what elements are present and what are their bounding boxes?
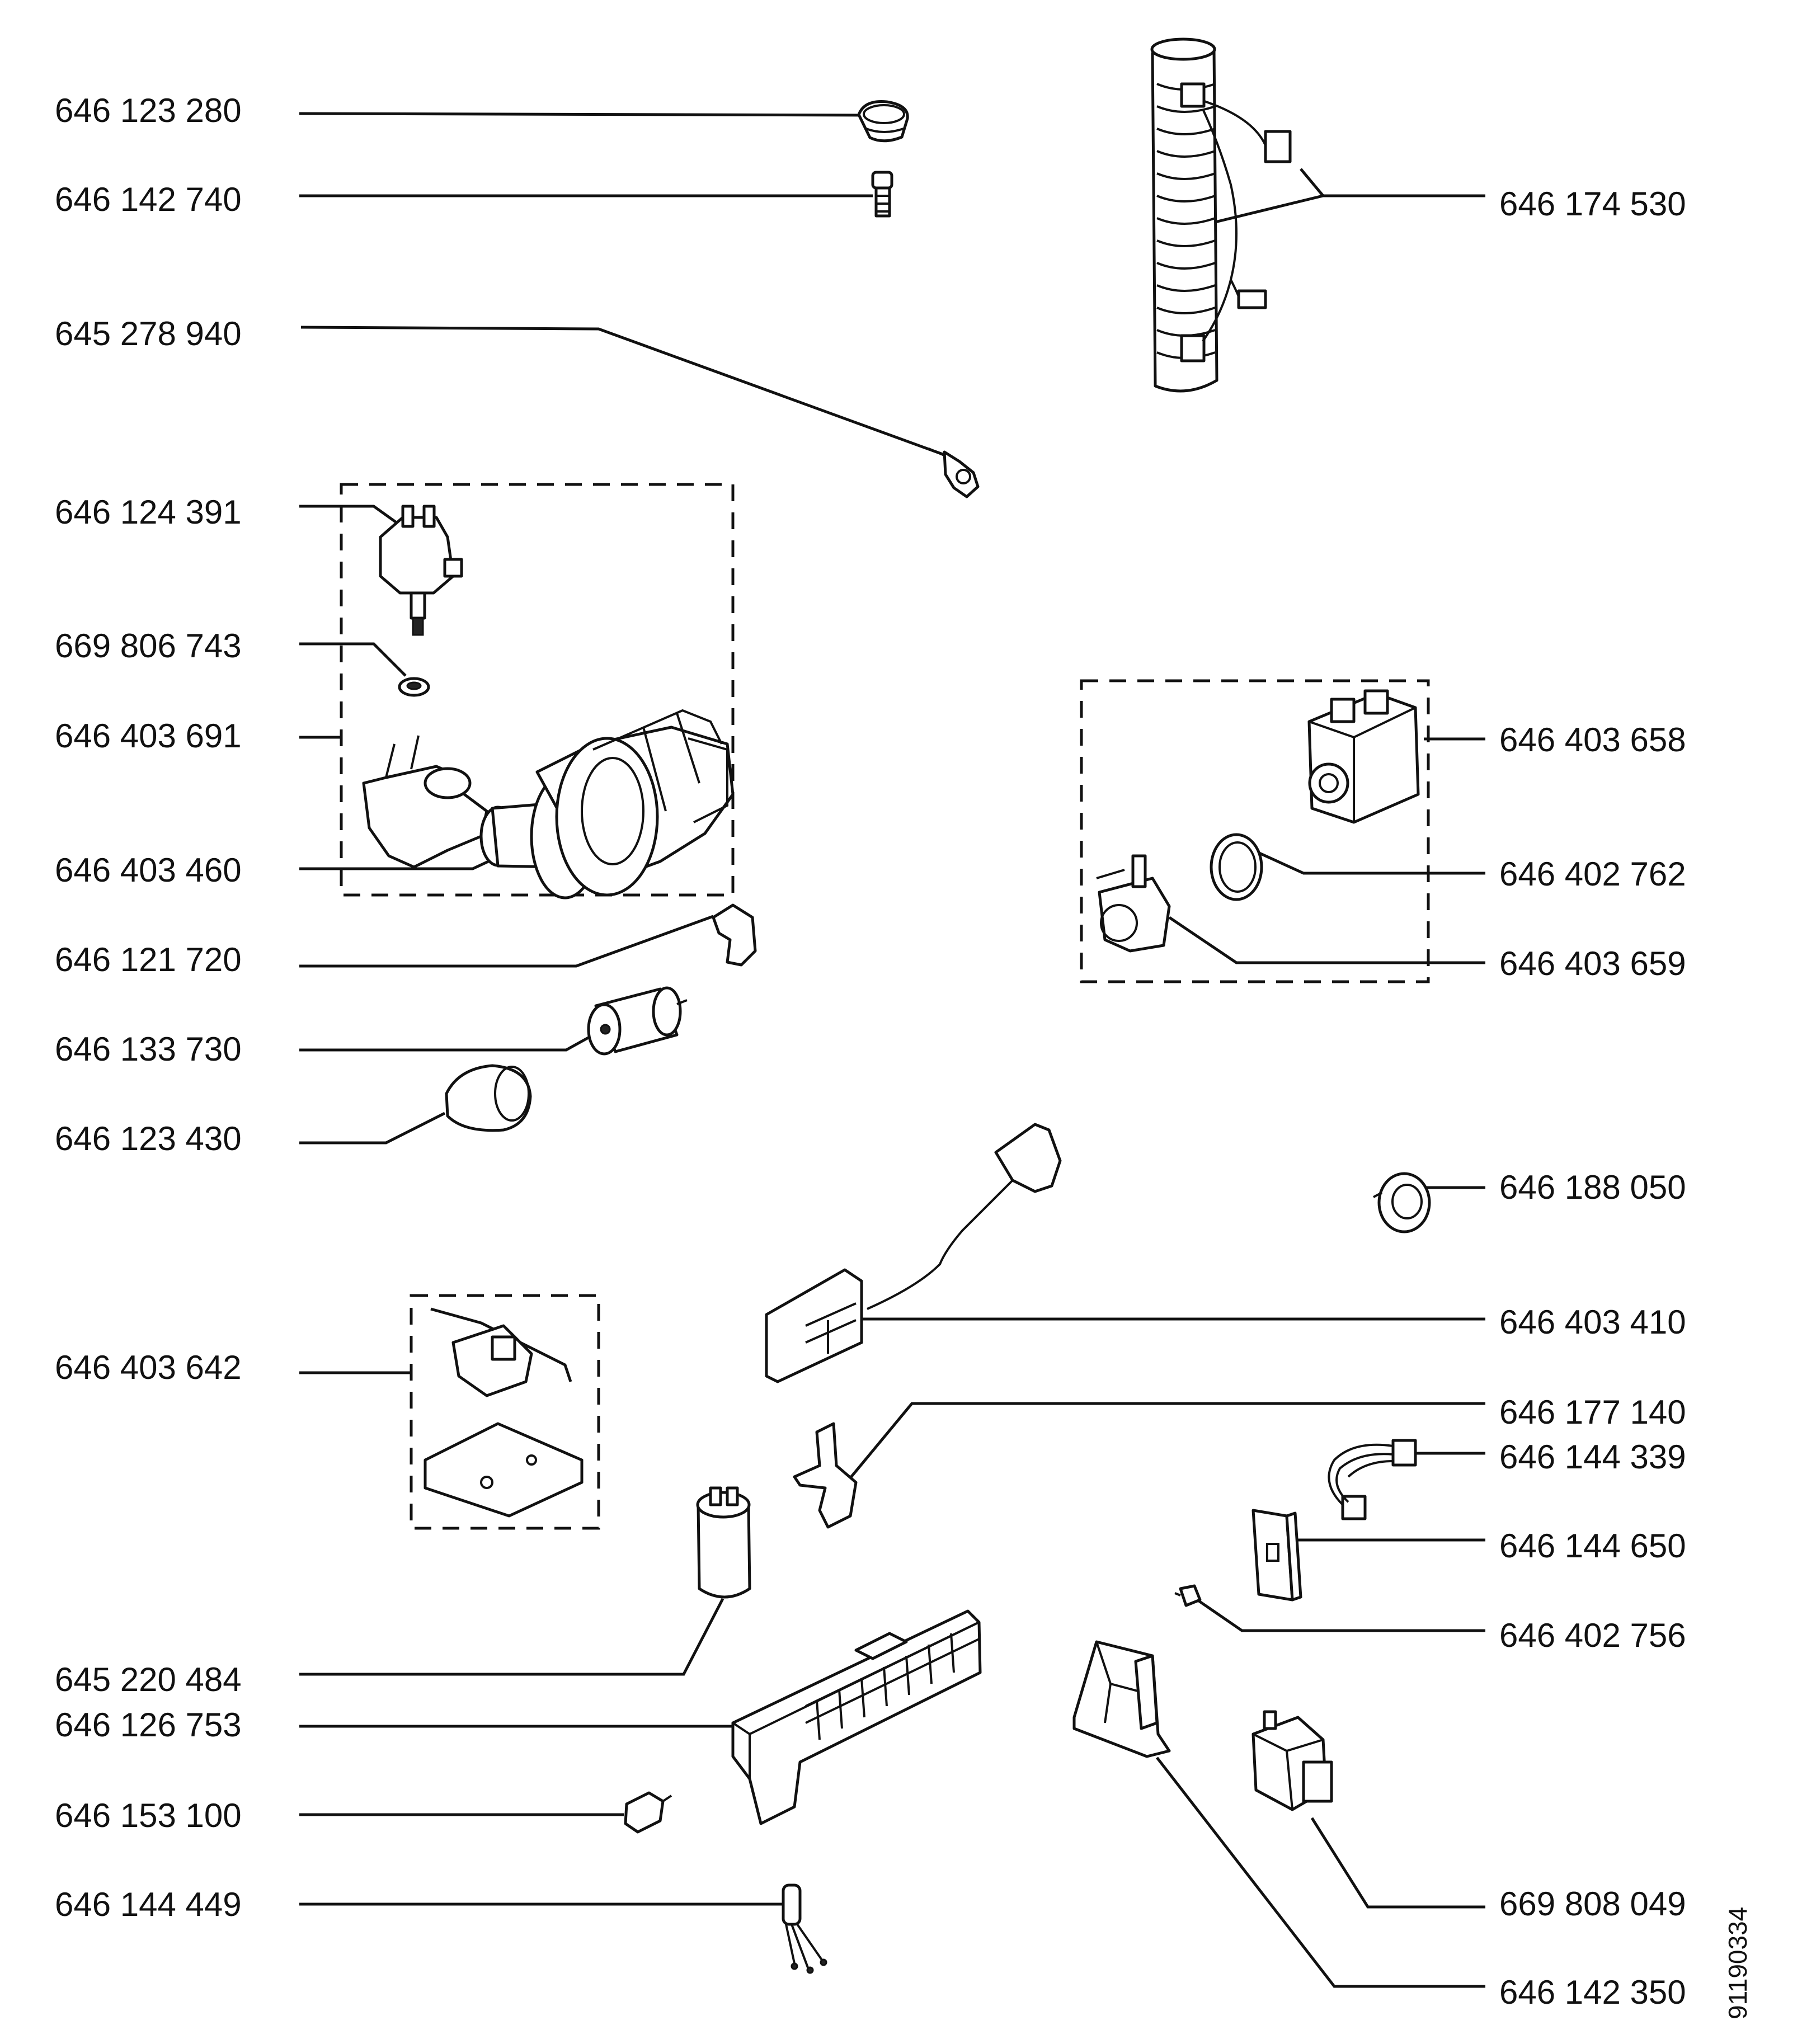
relay-part [1251, 1710, 1333, 1811]
cap-part [857, 100, 909, 143]
label-646-142-740: 646 142 740 [55, 181, 242, 218]
pressure-switch-part [1307, 689, 1420, 824]
pump-assembly-group-box [340, 483, 735, 897]
label-646-133-730: 646 133 730 [55, 1030, 242, 1068]
screw-part [871, 171, 893, 218]
label-646-402-762: 646 402 762 [1499, 855, 1686, 893]
label-645-278-940: 645 278 940 [55, 315, 242, 352]
label-645-220-484: 645 220 484 [55, 1661, 242, 1698]
knob-cap-part [445, 1064, 532, 1132]
label-646-174-530: 646 174 530 [1499, 185, 1686, 223]
label-646-144-650: 646 144 650 [1499, 1527, 1686, 1565]
aquastop-valve-part [424, 1307, 584, 1518]
label-646-124-391: 646 124 391 [55, 493, 242, 531]
right-labels: 646 174 530 646 403 658 646 402 762 646 … [1499, 185, 1686, 2011]
left-labels: 646 123 280 646 142 740 645 278 940 646 … [55, 92, 242, 1923]
label-646-121-720: 646 121 720 [55, 941, 242, 978]
label-646-123-430: 646 123 430 [55, 1120, 242, 1157]
mounting-bracket-part [1072, 1640, 1171, 1758]
label-646-403-410: 646 403 410 [1499, 1303, 1686, 1341]
label-646-402-756: 646 402 756 [1499, 1617, 1686, 1654]
drawing-number: 91190334 [1723, 1907, 1752, 2019]
label-669-806-743: 669 806 743 [55, 627, 242, 665]
label-646-177-140: 646 177 140 [1499, 1393, 1686, 1431]
bracket-clip-part [793, 1422, 858, 1529]
label-646-153-100: 646 153 100 [55, 1797, 242, 1834]
gasket-ring-part [1210, 833, 1263, 901]
label-646-403-460: 646 403 460 [55, 851, 242, 889]
heater-switch-part [379, 505, 463, 636]
label-646-142-350: 646 142 350 [1499, 1974, 1686, 2011]
level-sensor-part [1096, 854, 1171, 953]
mains-cable-part [765, 1123, 1062, 1383]
suppressor-part [782, 1883, 827, 1974]
heater-hose-part [1150, 37, 1292, 393]
label-646-403-659: 646 403 659 [1499, 945, 1686, 982]
label-646-403-691: 646 403 691 [55, 717, 242, 755]
small-pin-part [1174, 1584, 1202, 1607]
circuit-board-part [1251, 1509, 1302, 1602]
pressure-switch-group-box [1080, 679, 1430, 983]
label-646-126-753: 646 126 753 [55, 1706, 242, 1744]
small-switch-part [624, 1791, 672, 1834]
wiring-loom-part [1328, 1439, 1417, 1520]
label-646-144-339: 646 144 339 [1499, 1438, 1686, 1476]
label-646-144-449: 646 144 449 [55, 1886, 242, 1923]
capacitor-part [696, 1486, 751, 1599]
label-669-808-049: 669 808 049 [1499, 1885, 1686, 1923]
label-646-188-050: 646 188 050 [1499, 1169, 1686, 1206]
label-646-123-280: 646 123 280 [55, 92, 242, 129]
motor-part [587, 986, 688, 1056]
aquastop-group-box [410, 1294, 600, 1530]
circulation-pump-part [362, 709, 735, 899]
small-ring-part [398, 677, 430, 697]
round-knob-part [1373, 1172, 1431, 1233]
label-646-403-658: 646 403 658 [1499, 721, 1686, 759]
label-646-403-642: 646 403 642 [55, 1349, 242, 1386]
sensor-part [928, 448, 980, 498]
leader-lines [299, 112, 1485, 1988]
clip-part [712, 903, 757, 967]
programmer-part [731, 1609, 982, 1825]
